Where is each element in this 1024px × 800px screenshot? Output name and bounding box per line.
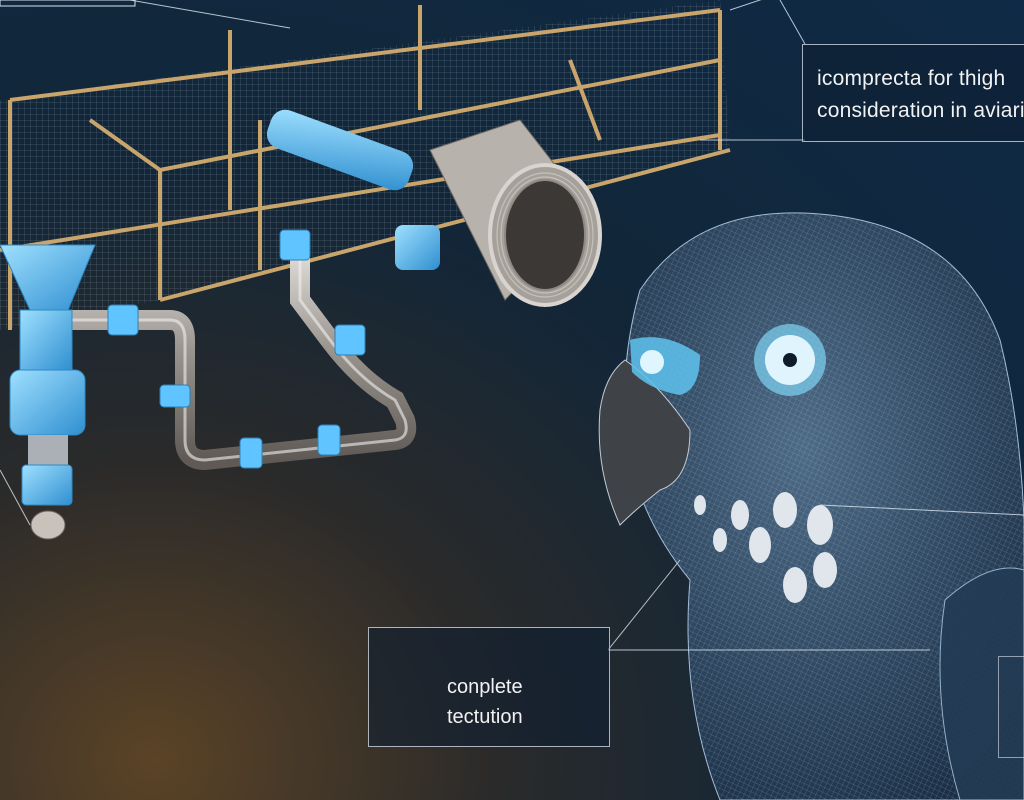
callout-bottom: conplete tectution: [368, 627, 610, 747]
bird-wireframe: [598, 212, 1024, 800]
callout-leader-lines: [0, 0, 1024, 651]
small-callout-frame: [0, 0, 136, 7]
callout-right-edge-frame: [998, 656, 1024, 758]
duct-fan: [266, 109, 602, 307]
callout-top-right: icomprecta for thigh consideration in av…: [802, 44, 1024, 142]
callout-bottom-line-1: conplete: [447, 676, 523, 698]
plumbing-pipes: [60, 229, 417, 471]
callout-bottom-line-2: tectution: [447, 706, 523, 728]
funnel-filter: [0, 244, 96, 540]
callout-top-line-2: consideration in aviari: [817, 99, 1024, 122]
callout-top-line-1: icomprecta for thigh: [817, 67, 1006, 90]
